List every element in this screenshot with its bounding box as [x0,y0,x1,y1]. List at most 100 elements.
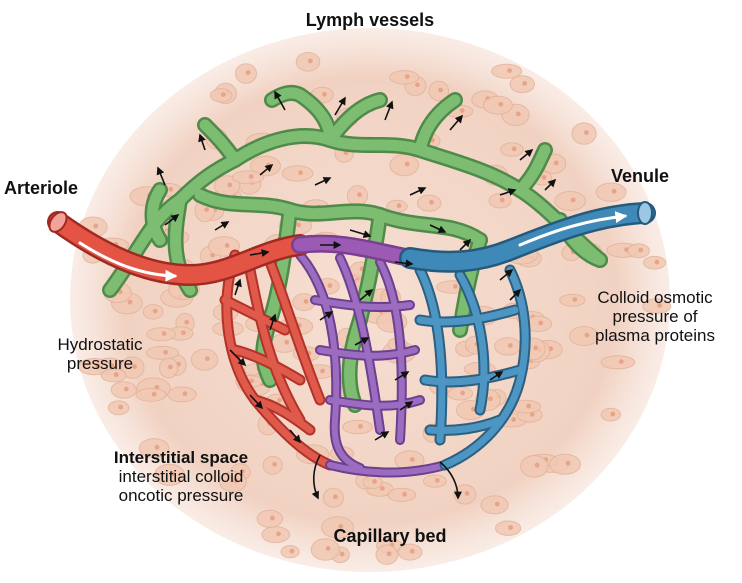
interstitial-line-1: interstitial colloid [86,467,276,486]
cell-nucleus [153,309,158,314]
cell-nucleus [204,207,209,212]
tissue-cell [398,544,422,560]
cell-nucleus [328,283,333,288]
cell-nucleus [410,457,415,462]
cell-nucleus [512,146,517,151]
cell-nucleus [554,161,559,166]
cell-nucleus [533,345,538,350]
cell-nucleus [387,551,392,556]
cell-nucleus [372,479,377,484]
colloid-line-2: pressure of [570,307,740,326]
tissue-cell [390,71,419,84]
hydrostatic-line-1: Hydrostatic [30,335,170,354]
tissue-cell [510,76,534,93]
cell-nucleus [183,391,188,396]
cell-nucleus [511,417,516,422]
tissue-cell [168,387,197,402]
cell-nucleus [526,404,531,409]
cell-nucleus [304,299,309,304]
hydrostatic-pressure-label: Hydrostatic pressure [30,335,170,373]
arteriole-label: Arteriole [4,178,124,198]
cell-nucleus [290,549,295,554]
cell-nucleus [322,92,327,97]
cell-nucleus [124,387,129,392]
cell-nucleus [500,198,505,203]
hydrostatic-line-2: pressure [30,354,170,373]
cell-nucleus [538,321,543,326]
cell-nucleus [465,491,470,496]
tissue-cell [191,349,218,370]
cell-nucleus [326,546,331,551]
tissue-cell [343,420,373,433]
lymph-vessels-label: Lymph vessels [250,10,490,30]
cell-nucleus [397,203,402,208]
cell-nucleus [246,70,251,75]
cell-nucleus [402,492,407,497]
tissue-cell [262,527,290,543]
interstitial-space-label: Interstitial space interstitial colloid … [86,448,276,505]
tissue-cell [501,143,524,157]
cell-nucleus [205,356,210,361]
cell-nucleus [284,340,289,345]
tissue-cell [550,454,581,474]
cell-nucleus [270,516,275,521]
tissue-cell [483,96,512,114]
cell-nucleus [410,549,415,554]
venule-label: Venule [580,166,700,186]
cell-nucleus [566,461,571,466]
cell-nucleus [438,88,443,93]
cell-nucleus [225,243,230,248]
cell-nucleus [333,494,338,499]
cell-nucleus [435,478,440,483]
cell-nucleus [542,175,547,180]
tissue-cell [390,155,419,176]
tissue-cell [481,496,508,514]
tissue-cell [296,53,320,72]
cell-nucleus [610,412,615,417]
tissue-cell [572,123,596,144]
cell-nucleus [128,300,133,305]
cell-nucleus [405,162,410,167]
tissue-cell [521,456,548,478]
cell-nucleus [181,330,186,335]
cell-nucleus [498,102,503,107]
cell-nucleus [638,248,643,253]
cell-nucleus [415,82,420,87]
cell-nucleus [320,369,325,374]
cell-nucleus [340,552,345,557]
cell-nucleus [184,320,189,325]
cell-nucleus [535,463,540,468]
cell-nucleus [296,223,301,228]
tissue-cell [257,510,282,527]
cell-nucleus [453,284,458,289]
cell-nucleus [429,200,434,205]
cell-nucleus [619,359,624,364]
tissue-cell [111,382,136,398]
tissue-cell [282,166,313,181]
tissue-cell [423,475,446,487]
cell-nucleus [168,187,173,192]
cell-nucleus [516,112,521,117]
cell-nucleus [298,170,303,175]
cell-nucleus [308,59,313,64]
cell-nucleus [460,108,465,113]
cell-nucleus [276,531,281,536]
cell-nucleus [118,405,123,410]
cell-nucleus [571,198,576,203]
cell-nucleus [277,398,282,403]
cell-nucleus [460,391,465,396]
tissue-cell [232,171,263,184]
cell-nucleus [655,260,660,265]
cell-nucleus [227,183,232,188]
tissue-cell [496,521,521,535]
capillary-bed-label: Capillary bed [300,526,480,546]
cell-nucleus [612,189,617,194]
tissue-cell [555,192,586,211]
colloid-osmotic-label: Colloid osmotic pressure of plasma prote… [570,288,740,345]
cell-nucleus [405,74,410,79]
cell-nucleus [584,130,589,135]
interstitial-title: Interstitial space [86,448,276,467]
cell-nucleus [495,502,500,507]
tissue-cell [601,356,635,369]
